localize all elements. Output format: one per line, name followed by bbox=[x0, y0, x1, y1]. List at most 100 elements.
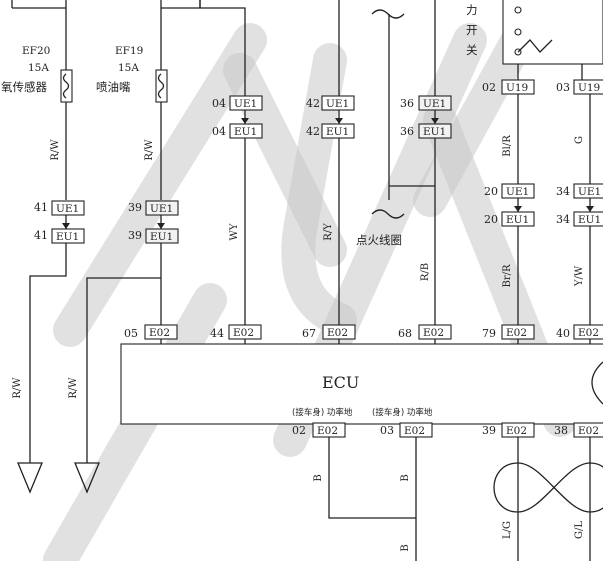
switch-component: 力 开 关 bbox=[466, 0, 603, 80]
pin-36-eu1: 36 bbox=[400, 125, 414, 138]
connector-e02-label: E02 bbox=[404, 425, 425, 437]
fuse-ef20-rating: 15A bbox=[28, 62, 49, 74]
wire-label-ry: R/Y bbox=[323, 223, 334, 241]
pin-20-ue1: 20 bbox=[484, 185, 498, 198]
fuse-ef20-id: EF20 bbox=[22, 45, 50, 57]
pin-39-ue1: 39 bbox=[128, 201, 142, 214]
wire-label-g: G bbox=[574, 136, 585, 144]
connector-eu1-label: EU1 bbox=[506, 214, 529, 226]
connector-ue1-39 bbox=[145, 200, 179, 216]
pin-02-e02: 02 bbox=[292, 424, 306, 437]
pin-40-e02: 40 bbox=[556, 327, 570, 340]
pin-04-ue1: 04 bbox=[212, 97, 226, 110]
wire-label-rb: R/B bbox=[420, 263, 431, 281]
arrow-icon bbox=[62, 223, 70, 229]
connector-ue1-label: UE1 bbox=[234, 98, 257, 110]
ignition-coil-label: 点火线圈 bbox=[356, 233, 402, 247]
connector-ue1-41 bbox=[51, 200, 85, 216]
circuit-u19-03: 03 U19 G 34 UE1 34 EU1 Y/W bbox=[556, 79, 603, 325]
connector-eu1-04 bbox=[229, 123, 263, 139]
connector-e02-label: E02 bbox=[423, 327, 444, 339]
wire-label-lg: L/G bbox=[502, 521, 513, 539]
connector-eu1-label: EU1 bbox=[326, 126, 349, 138]
fuse-ef19-rating: 15A bbox=[118, 62, 139, 74]
connector-e02-label: E02 bbox=[506, 425, 527, 437]
fuse-ef20-name: 氧传感器 bbox=[1, 80, 47, 94]
connector-eu1-label: EU1 bbox=[150, 231, 173, 243]
arrow-icon bbox=[514, 206, 522, 212]
pin-39-eu1: 39 bbox=[128, 229, 142, 242]
ground-symbol-icon bbox=[74, 462, 100, 494]
connector-ue1-label: UE1 bbox=[326, 98, 349, 110]
arrow-icon bbox=[241, 118, 249, 124]
connector-e02-label: E02 bbox=[506, 327, 527, 339]
pin-34-ue1: 34 bbox=[556, 185, 570, 198]
fuse-ef20 bbox=[60, 69, 73, 103]
circuit-u19-02: 02 U19 Bl/R 20 UE1 20 EU1 Br/R bbox=[482, 79, 535, 325]
fuse-ef20-circuit: EF20 15A 氧传感器 R/W 41 UE1 41 EU1 R/W bbox=[1, 0, 85, 494]
fuse-ef19-id: EF19 bbox=[115, 45, 143, 57]
fuse-ef19-circuit: EF19 15A 喷油嘴 R/W 39 UE1 39 EU1 R/W bbox=[68, 0, 201, 494]
connector-ue1-label: UE1 bbox=[506, 186, 529, 198]
pin-79-e02: 79 bbox=[482, 327, 496, 340]
connector-ue1-label: UE1 bbox=[150, 203, 173, 215]
fuse-ef19 bbox=[155, 69, 168, 103]
wire-label-rw-1: R/W bbox=[50, 139, 61, 161]
wire-label-rw-3: R/W bbox=[12, 377, 23, 399]
ecu-arc-icon bbox=[591, 361, 603, 405]
connector-eu1-label: EU1 bbox=[578, 214, 601, 226]
wire-label-brr: Br/R bbox=[502, 264, 513, 287]
arrow-icon bbox=[335, 118, 343, 124]
connector-ue1-42 bbox=[321, 95, 355, 111]
connector-e02-label: E02 bbox=[149, 327, 170, 339]
connector-eu1-39 bbox=[145, 228, 179, 244]
twisted-pair-icon bbox=[493, 462, 603, 513]
connector-e02-label: E02 bbox=[578, 327, 599, 339]
pin-02-u19: 02 bbox=[482, 81, 496, 94]
connector-e02-label: E02 bbox=[578, 425, 599, 437]
pin-68-e02: 68 bbox=[398, 327, 412, 340]
pin-36-ue1: 36 bbox=[400, 97, 414, 110]
connector-eu1-42 bbox=[321, 123, 355, 139]
connector-ue1-label: UE1 bbox=[423, 98, 446, 110]
bottom-wires: B B B L/G G/L bbox=[313, 437, 603, 561]
connector-ue1-label: UE1 bbox=[578, 186, 601, 198]
pin-41-eu1: 41 bbox=[34, 229, 48, 242]
ignition-coil-circuit: 36 UE1 36 EU1 点火线圈 R/B bbox=[356, 0, 452, 325]
ecu-label: ECU bbox=[322, 373, 359, 392]
pin-03-e02: 03 bbox=[380, 424, 394, 437]
pin-38-e02: 38 bbox=[554, 424, 568, 437]
pin-67-e02: 67 bbox=[302, 327, 316, 340]
connector-e02-label: E02 bbox=[327, 327, 348, 339]
connector-eu1-label: EU1 bbox=[234, 126, 257, 138]
wire-label-wy: WY bbox=[229, 223, 240, 240]
connector-u19-label: U19 bbox=[578, 82, 600, 94]
break-mark-icon bbox=[371, 209, 405, 219]
connector-u19-label: U19 bbox=[506, 82, 528, 94]
wire-label-gl: G/L bbox=[574, 521, 585, 539]
connector-eu1-label: EU1 bbox=[56, 231, 79, 243]
break-mark-icon bbox=[371, 9, 405, 19]
wire-label-b-2: B bbox=[400, 474, 411, 481]
connector-eu1-label: EU1 bbox=[423, 126, 446, 138]
pin-41-ue1: 41 bbox=[34, 201, 48, 214]
pin-05-e02: 05 bbox=[124, 327, 138, 340]
pin-03-u19: 03 bbox=[556, 81, 570, 94]
ecu-block: ECU 05 E02 44 E02 67 E02 68 E02 79 E02 4… bbox=[120, 324, 603, 438]
pin-39-e02: 39 bbox=[482, 424, 496, 437]
wire-label-b-3: B bbox=[400, 544, 411, 551]
pin-44-e02: 44 bbox=[210, 327, 224, 340]
switch-label-1: 力 bbox=[466, 3, 478, 17]
arrow-icon bbox=[157, 223, 165, 229]
arrow-icon bbox=[586, 206, 594, 212]
pin-04-eu1: 04 bbox=[212, 125, 226, 138]
ground-note-right: (接车身) 功率地 bbox=[372, 407, 433, 418]
wire-label-blr: Bl/R bbox=[502, 135, 513, 157]
circuit-42: 42 UE1 42 EU1 R/Y bbox=[306, 0, 355, 325]
pin-42-ue1: 42 bbox=[306, 97, 320, 110]
fuse-ef19-name: 喷油嘴 bbox=[96, 80, 131, 94]
switch-label-2: 开 bbox=[466, 23, 478, 37]
wire-label-rw-2: R/W bbox=[144, 139, 155, 161]
ground-symbol-icon bbox=[17, 462, 43, 494]
